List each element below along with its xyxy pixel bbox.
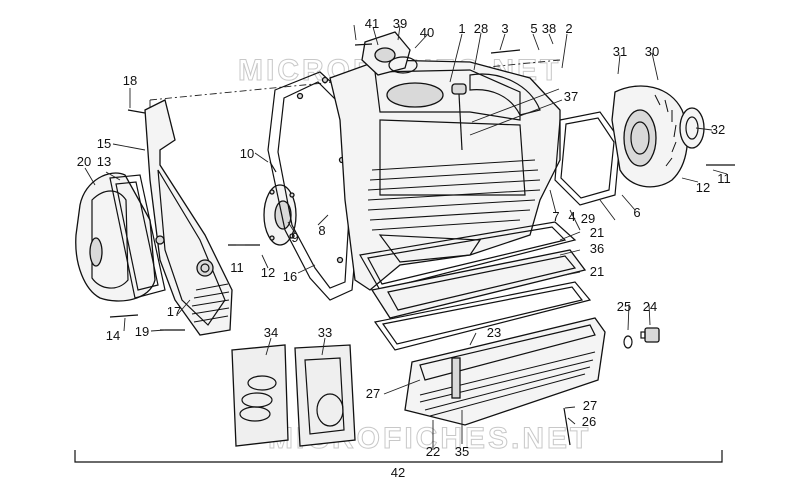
callout-20: 20 [77, 154, 91, 169]
breather-cover-part [361, 31, 418, 76]
callout-12-left: 12 [261, 265, 275, 280]
rear-gasket-part [554, 111, 621, 206]
callout-4: 4 [568, 209, 575, 224]
callout-12-right: 12 [696, 180, 710, 195]
callout-42: 42 [391, 465, 405, 480]
callout-8: 8 [318, 223, 325, 238]
callout-19: 19 [135, 324, 149, 339]
gasket-kit-bag-33 [294, 344, 356, 447]
callout-27-right: 27 [583, 398, 597, 413]
callout-30: 30 [645, 44, 659, 59]
callout-11-left: 11 [230, 260, 244, 275]
filter-plate-part [370, 249, 587, 319]
plug-part [623, 327, 660, 349]
callout-18: 18 [123, 73, 137, 88]
callout-17: 17 [167, 304, 181, 319]
crankcase-body-part [329, 59, 561, 291]
callout-6: 6 [633, 205, 640, 220]
callout-16: 16 [283, 269, 297, 284]
callout-37: 37 [564, 89, 578, 104]
callout-29: 29 [581, 211, 595, 226]
callout-25: 25 [617, 299, 631, 314]
callout-35: 35 [455, 444, 469, 459]
callout-36: 36 [590, 241, 604, 256]
callout-10: 10 [240, 146, 254, 161]
outer-cover-part [75, 172, 156, 302]
bearing-flange-part [263, 184, 297, 246]
callout-5: 5 [530, 21, 537, 36]
callout-23: 23 [487, 325, 501, 340]
gasket-kit-bag-34 [231, 344, 289, 447]
callout-13: 13 [97, 154, 111, 169]
callout-11-right: 11 [717, 171, 731, 186]
dipstick-part [451, 83, 467, 151]
callout-41: 41 [365, 16, 379, 31]
callout-3: 3 [501, 21, 508, 36]
callout-28: 28 [474, 21, 488, 36]
callout-21-upper: 21 [590, 225, 604, 240]
callout-32: 32 [711, 122, 725, 137]
sump-gasket-lower-part [373, 281, 592, 351]
callout-labels: 1 2 3 4 5 6 7 8 9 10 11 11 12 12 13 14 1… [77, 16, 731, 480]
assembly-bracket [74, 450, 723, 463]
oil-seal-part [679, 107, 705, 149]
callout-34: 34 [264, 325, 278, 340]
callout-7: 7 [552, 209, 559, 224]
callout-24: 24 [643, 299, 657, 314]
callout-1: 1 [458, 21, 465, 36]
callout-31: 31 [613, 44, 627, 59]
callout-21-lower: 21 [590, 264, 604, 279]
callout-15: 15 [97, 136, 111, 151]
cover-gasket-part [109, 174, 166, 299]
callout-39: 39 [393, 16, 407, 31]
callout-26: 26 [582, 414, 596, 429]
callout-33: 33 [318, 325, 332, 340]
rear-cover-part [611, 85, 689, 188]
callout-9: 9 [291, 230, 298, 245]
callout-27-left: 27 [366, 386, 380, 401]
callout-22: 22 [426, 444, 440, 459]
sump-gasket-upper-part [359, 221, 577, 291]
timing-cover-part [144, 99, 233, 336]
callout-14: 14 [106, 328, 120, 343]
callout-2: 2 [565, 21, 572, 36]
oil-sump-part [404, 317, 606, 426]
callout-40: 40 [420, 25, 434, 40]
callout-38: 38 [542, 21, 556, 36]
leader-lines [84, 24, 728, 450]
